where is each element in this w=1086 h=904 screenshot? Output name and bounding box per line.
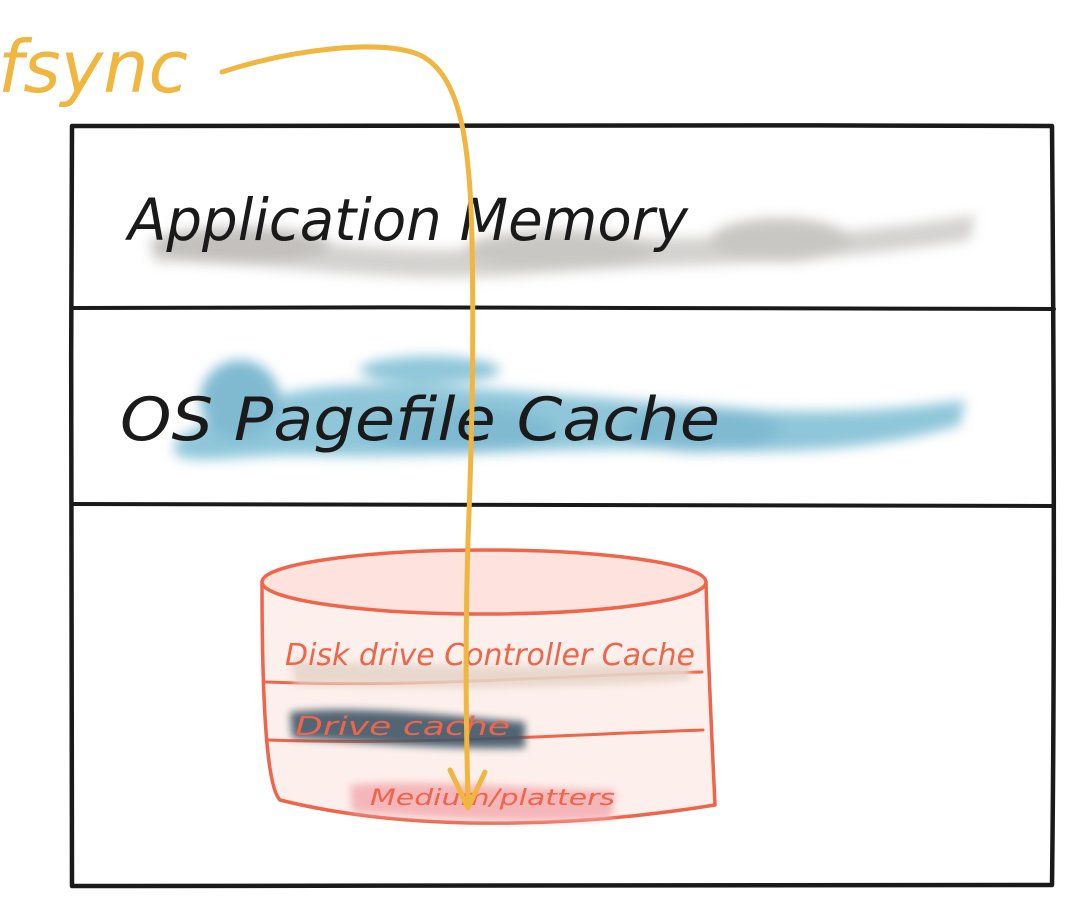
layer-label-application-memory: Application Memory <box>124 186 689 254</box>
disk-label-drive-cache: Drive cache <box>295 712 510 742</box>
disk-body <box>260 580 717 825</box>
outer-box <box>68 122 1057 889</box>
disk-label-controller-cache: Disk drive Controller Cache <box>285 638 695 673</box>
controller-cache-wash <box>290 660 690 688</box>
fsync-label: fsync <box>0 25 188 109</box>
fsync-arrowhead <box>447 767 488 811</box>
disk-top <box>260 548 708 616</box>
app-memory-wash <box>150 215 975 278</box>
disk-label-platters: Medium/platters <box>370 786 615 811</box>
fsync-arrow <box>219 44 476 803</box>
platters-wash <box>350 782 615 821</box>
divider-line-top <box>70 305 1056 311</box>
layer-label-os-pagefile-cache: OS Pagefile Cache <box>120 385 720 455</box>
divider-line-bottom <box>70 501 1056 508</box>
os-cache-wash <box>175 356 965 460</box>
